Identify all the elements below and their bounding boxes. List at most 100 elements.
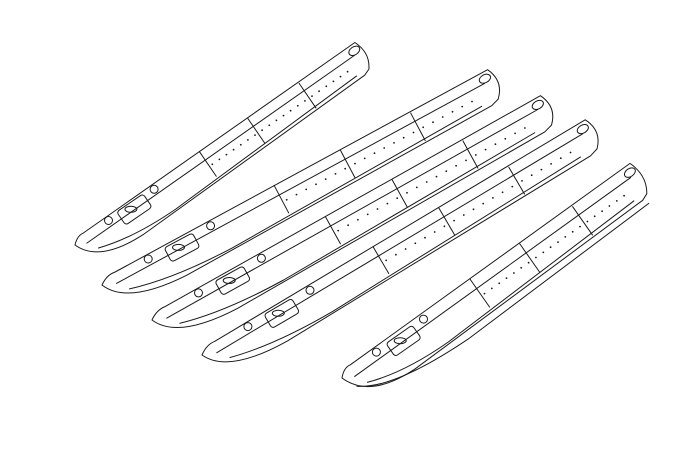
rivet: [412, 131, 415, 134]
hull-5: [341, 162, 650, 388]
rivet: [295, 193, 298, 196]
rivet: [385, 259, 388, 262]
rivet: [513, 272, 515, 274]
rivet: [521, 180, 523, 182]
rivet: [289, 109, 292, 112]
rivet: [484, 148, 487, 151]
rivet: [542, 251, 545, 254]
panel-seam: [247, 117, 266, 144]
lower-hull-line: [356, 202, 650, 387]
cockpit: [164, 233, 200, 262]
rivet: [422, 126, 425, 129]
panel-seam: [519, 243, 541, 273]
stern-cap: [348, 45, 361, 57]
hatch: [393, 337, 407, 345]
rivet: [247, 139, 249, 141]
rivet: [557, 241, 559, 244]
rivet: [395, 253, 397, 256]
rivet: [211, 163, 214, 166]
panel-seam: [410, 112, 426, 142]
keel-line: [229, 156, 582, 359]
cockpit: [215, 266, 251, 295]
keel-line: [179, 132, 536, 324]
rivet: [498, 282, 501, 285]
rivet: [324, 178, 327, 181]
fitting: [419, 314, 428, 324]
cockpit: [386, 325, 421, 356]
rivet: [393, 142, 395, 144]
hatch: [172, 243, 185, 251]
rivet: [505, 277, 508, 279]
rivet: [471, 100, 473, 103]
rivet: [218, 158, 221, 161]
rivet: [465, 159, 467, 162]
panel-seam: [391, 179, 408, 208]
cockpit: [264, 299, 300, 328]
fitting: [143, 254, 153, 264]
rivet: [339, 75, 342, 78]
rivet: [462, 214, 465, 216]
rivet: [520, 266, 523, 269]
hull-outline: [201, 119, 599, 363]
rivet: [363, 157, 366, 160]
stern-cap: [576, 124, 589, 135]
rivet: [441, 116, 444, 118]
rivet: [425, 181, 428, 183]
fitting: [243, 322, 253, 332]
rivet: [501, 191, 504, 194]
panel-seam: [469, 278, 491, 308]
rivet: [373, 152, 376, 155]
rivet: [315, 183, 317, 186]
rivet: [275, 119, 278, 122]
rivet: [443, 225, 446, 228]
rivet: [511, 185, 514, 188]
stern-cap: [623, 167, 636, 178]
rivet: [579, 225, 581, 228]
rivet: [254, 134, 256, 137]
rivet: [366, 213, 369, 216]
hull-2: [101, 69, 501, 294]
rivet: [282, 114, 285, 117]
rivet: [453, 219, 455, 222]
fitting: [149, 184, 159, 194]
rivet: [325, 85, 328, 88]
rivet: [347, 224, 349, 227]
rivet: [571, 230, 574, 233]
rivet: [472, 208, 475, 211]
rivet: [404, 248, 407, 250]
rivet: [623, 194, 625, 197]
fitting: [256, 253, 266, 263]
fitting: [206, 221, 216, 231]
rivet: [285, 198, 288, 201]
panel-seam: [508, 166, 526, 195]
rivet: [432, 121, 434, 124]
rivet: [601, 210, 603, 213]
rivet: [455, 164, 457, 167]
rivet: [482, 202, 485, 205]
hull-4: [201, 119, 599, 363]
rivet: [334, 173, 337, 175]
fitting: [104, 216, 113, 225]
rivet: [268, 124, 271, 127]
rivet: [569, 151, 572, 154]
panel-seam: [298, 82, 317, 109]
rivet: [354, 162, 356, 165]
rivet: [239, 143, 242, 146]
hull-1: [74, 42, 370, 253]
rivet: [337, 229, 340, 232]
rivet: [461, 105, 464, 108]
panel-seam: [198, 150, 217, 177]
rivet: [232, 148, 235, 151]
panel-seam: [339, 149, 356, 179]
rivet: [615, 200, 618, 202]
rivet: [376, 208, 379, 210]
rivet: [549, 246, 552, 249]
fitting: [194, 288, 203, 298]
keel-line: [97, 75, 358, 249]
rivet: [296, 104, 299, 107]
fitting: [305, 285, 315, 295]
rivet: [386, 202, 389, 205]
rivet: [586, 220, 589, 223]
rivet: [483, 292, 486, 295]
